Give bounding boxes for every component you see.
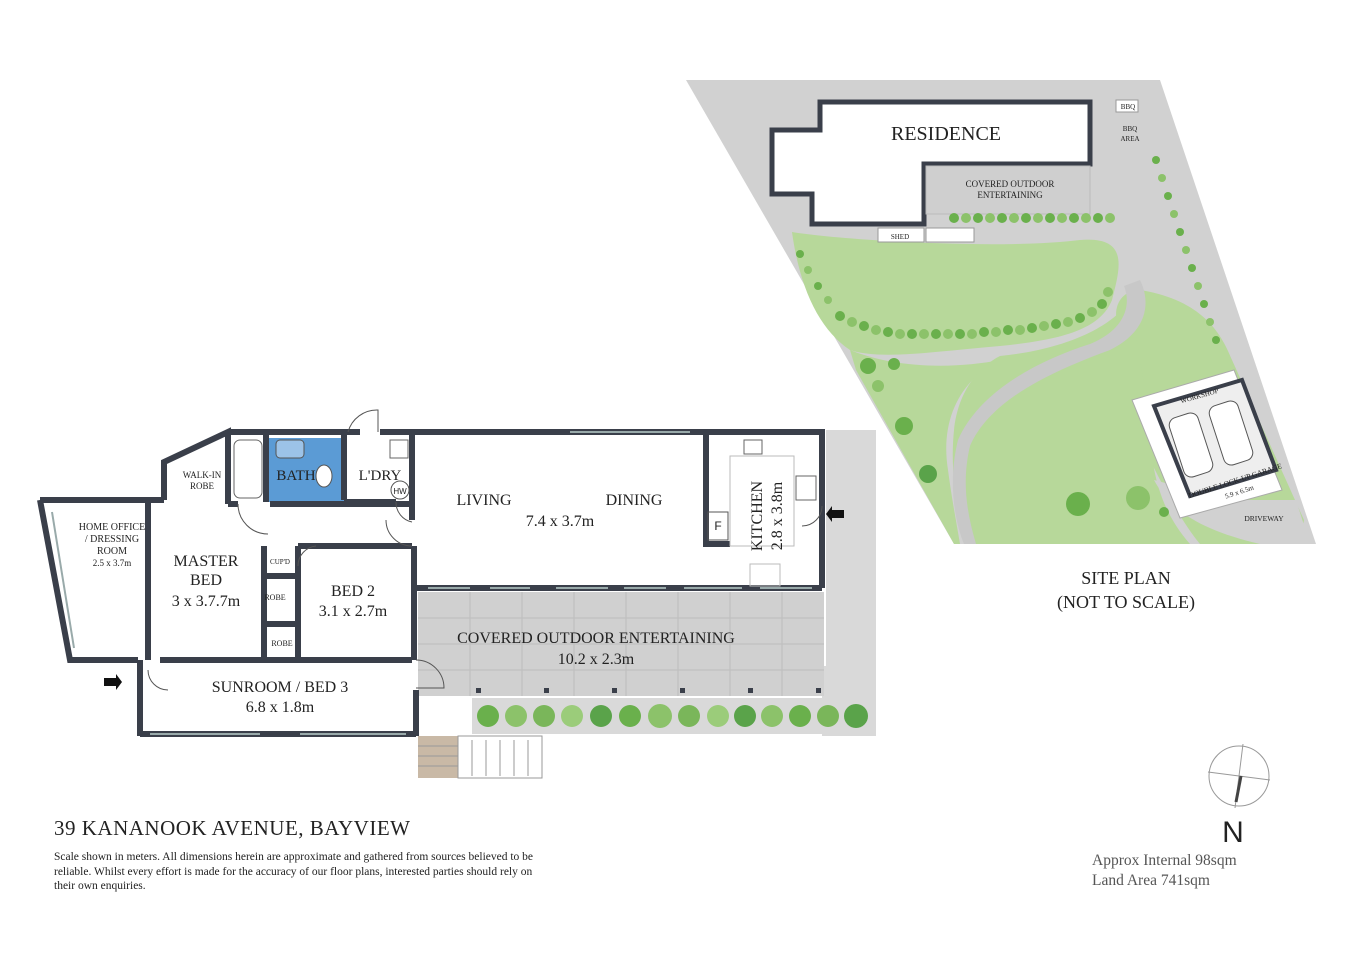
site-plan-caption-2: (NOT TO SCALE): [1056, 592, 1195, 612]
office-dims: 2.5 x 3.7m: [93, 558, 132, 568]
fridge-space: [707, 511, 729, 541]
site-covered-entertaining: [925, 165, 1091, 215]
kitchen-bench: [729, 455, 795, 547]
driveway-path: [952, 280, 1146, 544]
living-dining-dims: 7.4 x 3.7m: [526, 513, 595, 530]
sunroom-dims: 6.8 x 1.8m: [246, 699, 315, 716]
property-address: 39 KANANOOK AVENUE, BAYVIEW: [54, 816, 411, 840]
hw-label: HW: [393, 487, 407, 496]
compass: N: [1207, 743, 1271, 849]
walkin-label-2: ROBE: [190, 481, 215, 491]
sunroom-label: SUNROOM / BED 3: [212, 679, 348, 696]
upper-lawn: [792, 232, 1119, 355]
bath-label: BATH: [276, 468, 315, 484]
land-area: Land Area 741sqm: [1092, 872, 1210, 889]
kitchen-dims: 2.8 x 3.8m: [769, 481, 786, 550]
bathtub: [233, 439, 263, 499]
entry-arrow-right: [826, 506, 844, 522]
car-left: [1168, 412, 1214, 478]
garden-bed: [472, 698, 874, 734]
entry-arrow-left: [104, 674, 122, 690]
dining-label: DINING: [606, 492, 663, 509]
outdoor-label: COVERED OUTDOOR ENTERTAINING: [457, 630, 735, 647]
lower-lawn: [850, 350, 1000, 544]
side-path: [826, 430, 876, 666]
shed-box: [877, 227, 925, 243]
stairs: [457, 735, 543, 779]
living-label: LIVING: [456, 492, 512, 509]
bed2-label: BED 2: [331, 583, 375, 600]
bed2-dims: 3.1 x 2.7m: [319, 603, 388, 620]
master-label-2: BED: [190, 572, 222, 589]
deck-steps: [418, 736, 458, 778]
disclaimer-text: Scale shown in meters. All dimensions he…: [54, 851, 534, 892]
bbq-box: [1115, 99, 1139, 113]
vanity: [275, 439, 305, 459]
toilet: [315, 464, 333, 488]
master-dims: 3 x 3.7.7m: [172, 593, 241, 610]
internal-area: Approx Internal 98sqm: [1092, 852, 1237, 869]
pergola-posts: [476, 688, 821, 693]
fridge-label: F: [714, 519, 721, 533]
centre-lawn: [952, 300, 1190, 544]
shed-label: SHED: [891, 233, 909, 241]
office-label-2: / DRESSING: [85, 534, 139, 545]
site-shrubs: [796, 156, 1220, 517]
cupd-label: CUP'D: [270, 558, 290, 566]
compass-needle: [1234, 775, 1243, 803]
site-covered-label-1: COVERED OUTDOOR: [966, 179, 1055, 189]
site-steps: [925, 227, 975, 243]
residence-label: RESIDENCE: [891, 123, 1001, 145]
residence-outline: [769, 99, 1093, 227]
kitchen-label: KITCHEN: [749, 480, 766, 551]
kitchen-sink: [743, 439, 763, 455]
laundry-tub: [389, 439, 409, 459]
garden-bed-shrubs: [477, 704, 868, 728]
site-covered-label-2: ENTERTAINING: [977, 190, 1043, 200]
bbq-area-label-2: AREA: [1120, 135, 1139, 143]
office-label-3: ROOM: [97, 546, 127, 557]
bbq-label: BBQ: [1121, 103, 1135, 111]
hot-water-unit: [390, 480, 410, 500]
compass-n-label: N: [1222, 816, 1244, 849]
cooktop: [795, 475, 817, 501]
office-label-1: HOME OFFICE: [79, 522, 145, 533]
walkin-label-1: WALK-IN: [183, 470, 222, 480]
site-plan: RESIDENCE COVERED OUTDOOR ENTERTAINING B…: [686, 80, 1316, 544]
master-label-1: MASTER: [174, 553, 239, 570]
bbq-area-label-1: BBQ: [1123, 125, 1137, 133]
robe-label-1: ROBE: [264, 593, 285, 602]
floor-plan: LIVING DINING 7.4 x 3.7m KITCHEN 2.8 x 3…: [37, 409, 876, 779]
site-plan-caption: SITE PLAN (NOT TO SCALE): [1040, 566, 1212, 614]
driveway-label: DRIVEWAY: [1244, 514, 1284, 523]
car-right: [1208, 400, 1254, 466]
laundry-label: L'DRY: [359, 468, 402, 484]
kitchen-cupboard: [749, 563, 781, 587]
door-swings: [147, 409, 823, 691]
site-plan-caption-1: SITE PLAN: [1081, 568, 1171, 588]
outdoor-dims: 10.2 x 2.3m: [558, 651, 635, 668]
robe-label-2: ROBE: [271, 639, 292, 648]
windows: [51, 431, 812, 735]
